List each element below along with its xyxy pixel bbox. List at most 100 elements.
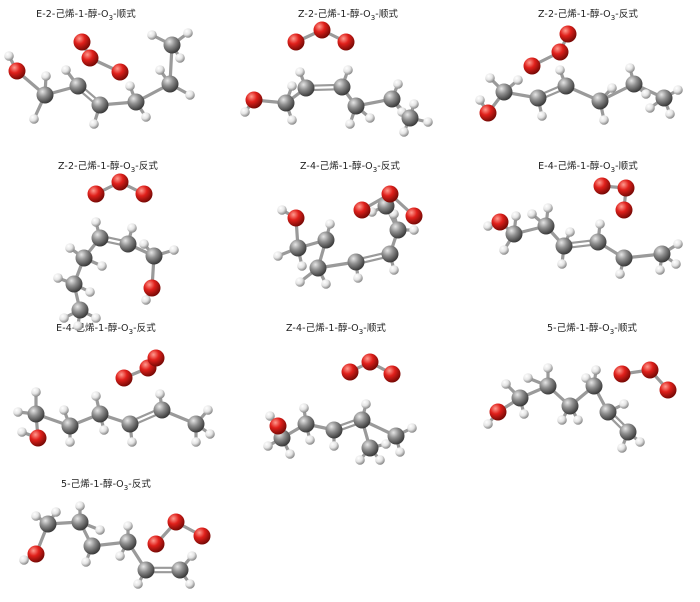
panel-label-8-suffix: -顺式 [363,323,387,334]
oxygen-atom [523,57,541,75]
panel-label-6-name: E-4-己烯-1-醇-O [538,161,611,172]
panel-label-7-suffix: -反式 [133,323,156,334]
hydrogen-atom [183,28,193,38]
panel-label-1-suffix: -顺式 [113,9,136,20]
hydrogen-atom [31,387,41,397]
panel-label-2: Z-2-己烯-1-醇-O3-顺式 [298,6,398,22]
carbon-atom [381,245,399,263]
carbon-atom [153,401,171,419]
hydrogen-atom [295,277,305,287]
hydrogen-atom [483,419,493,429]
molecule-5-atoms [273,185,423,289]
hydrogen-atom [325,219,335,229]
hydrogen-atom [501,379,511,389]
hydrogen-atom [141,295,151,305]
hydrogen-atom [305,435,315,445]
hydrogen-atom [287,115,297,125]
carbon-atom [297,79,315,97]
carbon-atom [297,415,315,433]
panel-label-10: 5-己烯-1-醇-O3-反式 [61,476,151,492]
oxygen-atom [489,403,507,421]
hydrogen-atom [511,211,521,221]
oxygen-atom [287,33,305,51]
panel-label-5-sub: 3 [372,165,378,174]
hydrogen-atom [591,365,601,375]
hydrogen-atom [665,109,675,119]
oxygen-atom [147,535,165,553]
carbon-atom [589,233,607,251]
hydrogen-atom [127,223,137,233]
oxygen-atom [613,365,631,383]
oxygen-atom [593,177,611,195]
hydrogen-atom [619,399,629,409]
hydrogen-atom [355,455,365,465]
hydrogen-atom [671,259,681,269]
oxygen-atom [8,62,26,80]
carbon-atom [655,89,673,107]
hydrogen-atom [91,313,101,323]
panel-label-7: E-4-己烯-1-醇-O3-反式 [56,320,156,336]
hydrogen-atom [295,67,305,77]
hydrogen-atom [97,261,107,271]
hydrogen-atom [299,403,309,413]
hydrogen-atom [409,99,419,109]
carbon-atom [555,237,573,255]
carbon-atom [289,239,307,257]
hydrogen-atom [155,389,165,399]
panel-label-9-sub: 3 [609,327,615,336]
hydrogen-atom [389,265,399,275]
oxygen-atom [491,213,509,231]
panel-label-3-suffix: -反式 [615,9,639,20]
hydrogen-atom [53,273,63,283]
carbon-atom [561,397,579,415]
hydrogen-atom [85,287,95,297]
oxygen-atom [27,545,45,563]
hydrogen-atom [361,399,371,409]
hydrogen-atom [375,455,385,465]
oxygen-atom [287,209,305,227]
oxygen-atom [167,513,185,531]
panel-label-2-name: Z-2-己烯-1-醇-O [297,9,371,20]
carbon-atom [591,92,609,110]
carbon-atom [529,89,547,107]
oxygen-atom [353,201,371,219]
carbon-atom [599,403,617,421]
panel-label-1: E-2-己烯-1-醇-O3-顺式 [36,6,136,22]
carbon-atom [69,77,87,95]
carbon-atom [27,405,45,423]
carbon-atom [145,247,163,265]
carbon-atom [347,97,365,115]
oxygen-atom [269,417,287,435]
hydrogen-atom [285,449,295,459]
carbon-atom [347,253,365,271]
panel-label-4-suffix: -反式 [135,161,159,172]
hydrogen-atom [499,245,509,255]
carbon-atom [161,75,179,93]
carbon-atom [65,275,83,293]
oxygen-atom [111,173,129,191]
panel-label-5-name: Z-4-己烯-1-醇-O [299,161,373,172]
carbon-atom [557,77,575,95]
carbon-atom [137,561,155,579]
hydrogen-atom [41,71,51,81]
hydrogen-atom [393,79,403,89]
hydrogen-atom [65,243,75,253]
panel-label-5-suffix: -反式 [377,161,401,172]
hydrogen-atom [265,411,275,421]
carbon-atom [539,377,557,395]
hydrogen-atom [343,65,353,75]
hydrogen-atom [73,321,83,331]
atom-layer [4,21,683,589]
oxygen-atom [405,207,423,225]
molecule-3-atoms [475,25,683,125]
oxygen-atom [245,91,263,109]
hydrogen-atom [399,127,409,137]
hydrogen-atom [91,217,101,227]
molecule-6-atoms [483,177,683,279]
panel-label-4-name: Z-2-己烯-1-醇-O [57,161,131,172]
carbon-atom [495,83,513,101]
bond-layer [7,28,680,586]
hydrogen-atom [395,447,405,457]
carbon-atom [615,249,633,267]
